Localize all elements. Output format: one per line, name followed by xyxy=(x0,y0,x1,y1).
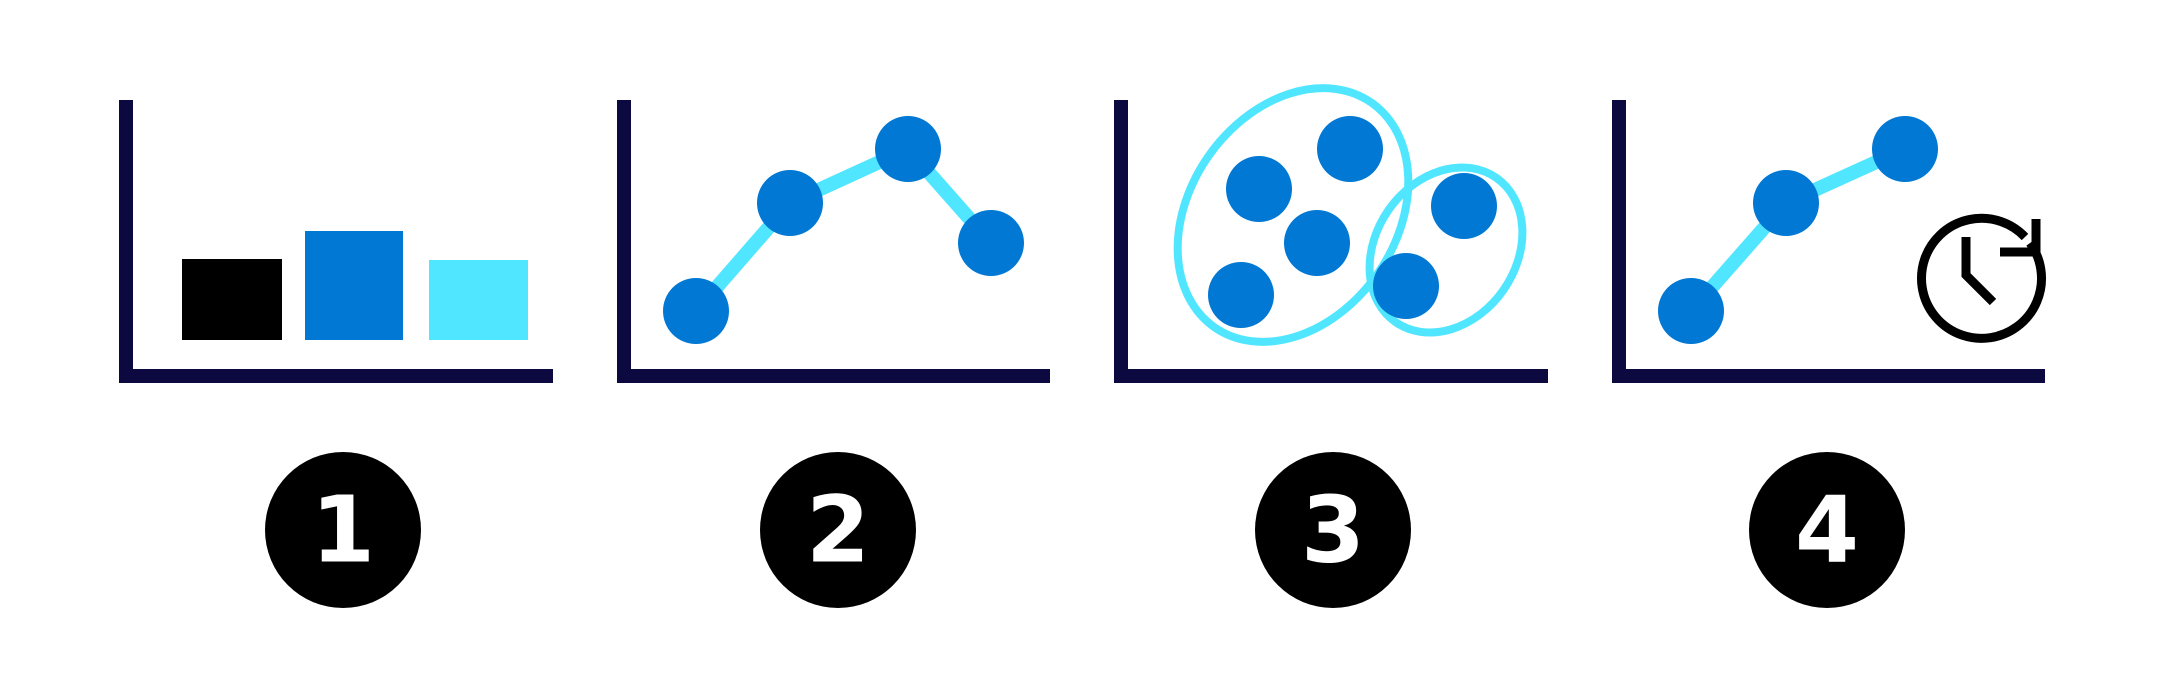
panel-4-point-1 xyxy=(1658,278,1724,344)
panel-2-point-1 xyxy=(663,278,729,344)
panel-2-point-4 xyxy=(958,210,1024,276)
panel-3-point xyxy=(1226,156,1292,222)
badge-2: 2 xyxy=(760,452,916,608)
panel-3-point xyxy=(1317,116,1383,182)
panel-2-axes xyxy=(617,100,1050,383)
clock-arrow xyxy=(2000,219,2041,257)
badge-circle xyxy=(265,452,421,608)
clock-hands xyxy=(1961,237,1997,306)
panel-3-point xyxy=(1284,210,1350,276)
badge-circle xyxy=(1749,452,1905,608)
panel-4-forecast-chart-icon xyxy=(1612,100,2046,383)
panel-4-point-2 xyxy=(1753,170,1819,236)
panel-4-point-3 xyxy=(1872,116,1938,182)
badge-circle xyxy=(1255,452,1411,608)
panel-1-bar-cyan xyxy=(429,260,528,340)
panel-3-cluster-chart-icon xyxy=(1114,84,1548,383)
history-clock-icon xyxy=(1917,213,2046,343)
panel-2-point-2 xyxy=(757,170,823,236)
panel-3-point xyxy=(1208,262,1274,328)
panel-2-point-3 xyxy=(875,116,941,182)
badge-1: 1 xyxy=(265,452,421,608)
badge-3: 3 xyxy=(1255,452,1411,608)
panel-1-axes xyxy=(119,100,553,383)
panel-3-cluster-outline-1 xyxy=(1173,84,1413,346)
panel-3-point xyxy=(1373,253,1439,319)
badge-circle xyxy=(760,452,916,608)
clock-arc xyxy=(1917,213,2046,343)
panel-1-bar-black xyxy=(182,259,282,340)
panel-3-cluster-outline-2 xyxy=(1365,163,1527,337)
panel-1-bar-blue xyxy=(305,231,403,340)
panel-1-bar-chart-icon xyxy=(119,100,553,383)
panel-2-line xyxy=(690,140,997,316)
panel-2-line-chart-icon xyxy=(617,100,1050,383)
badge-4: 4 xyxy=(1749,452,1905,608)
badge-number: 2 xyxy=(806,477,870,584)
panel-4-axes xyxy=(1612,100,2045,383)
panel-3-axes xyxy=(1114,100,1548,383)
badge-number: 1 xyxy=(311,477,375,584)
badge-number: 3 xyxy=(1301,477,1365,584)
panel-3-point xyxy=(1431,173,1497,239)
badge-number: 4 xyxy=(1795,477,1859,584)
